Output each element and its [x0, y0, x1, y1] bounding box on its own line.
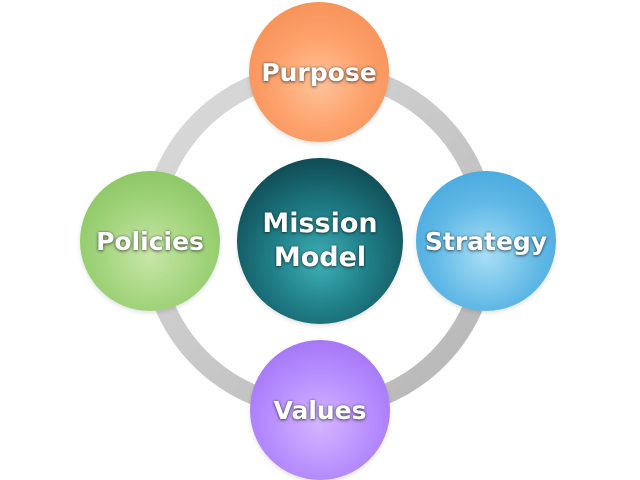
center-label-line1: Mission — [262, 208, 378, 240]
policies-label: Policies — [96, 226, 204, 256]
policies-node: Policies — [80, 171, 220, 311]
strategy-node: Strategy — [416, 171, 556, 311]
values-node: Values — [250, 340, 390, 480]
mission-model-center-node: Mission Model — [237, 158, 403, 324]
purpose-node: Purpose — [249, 2, 389, 142]
values-label: Values — [273, 395, 367, 425]
center-label-line2: Model — [273, 242, 367, 273]
strategy-label: Strategy — [424, 226, 548, 256]
purpose-label: Purpose — [261, 57, 377, 87]
